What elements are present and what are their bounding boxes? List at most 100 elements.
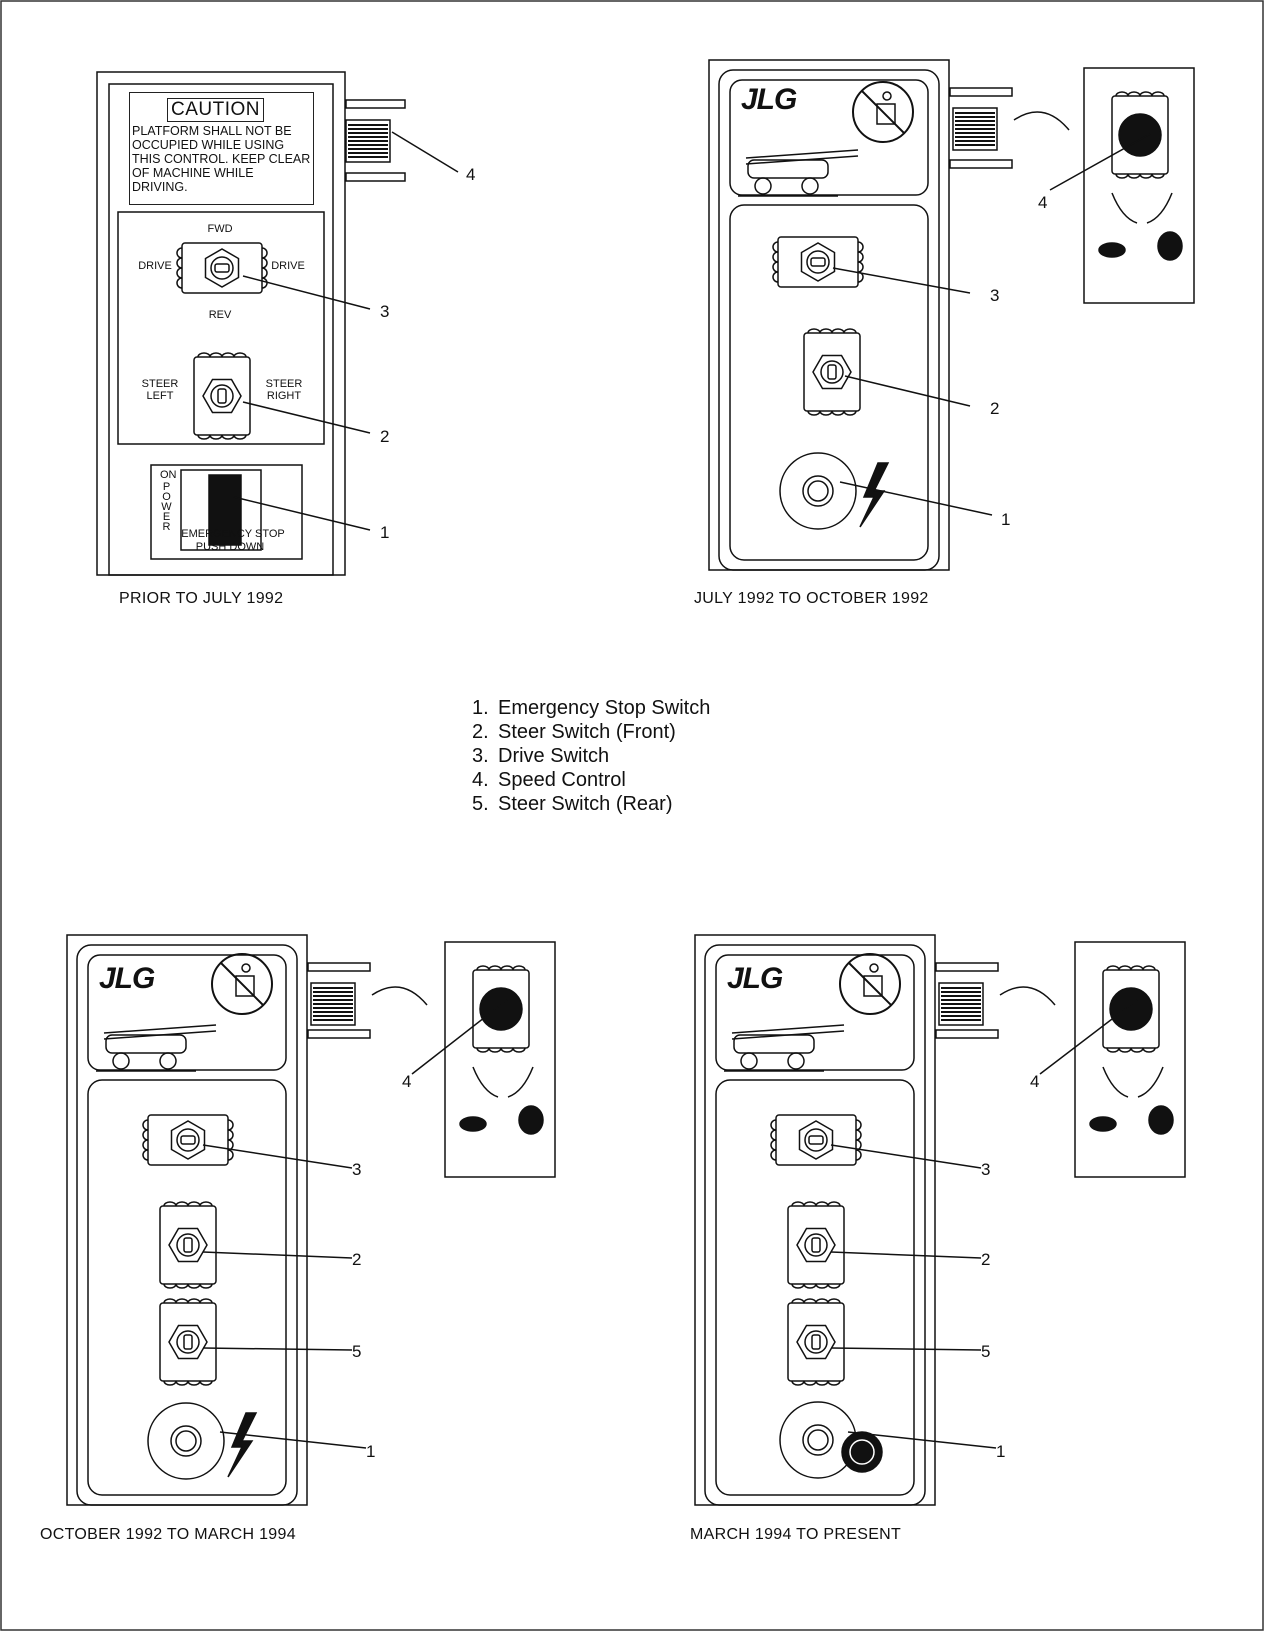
switch-nut [168,1227,208,1263]
lift-wheel [787,1052,805,1070]
fast-arrow [507,1066,534,1098]
switch-ring [176,1330,200,1354]
scallop [770,1149,777,1161]
mount-tab [345,172,406,182]
toggle-switch [193,352,251,440]
toggle-switch [159,1298,217,1386]
switch-lever [811,1237,821,1253]
leader-line [233,496,371,531]
lift-chassis [105,1034,187,1054]
platform-basket [876,103,896,125]
estop-outer [779,452,857,530]
legend-item: 4.Speed Control [472,769,626,791]
switch-lever [214,263,230,273]
control-box-inner [718,69,940,571]
rabbit-icon [1148,1105,1174,1135]
jlg-logo: JLG [99,962,156,995]
mount-tab [307,962,371,972]
lift-wheel [112,1052,130,1070]
switch-lever [183,1334,193,1350]
person-head [241,963,251,973]
leader-line [202,1347,353,1351]
speed-control-knob [1111,91,1169,179]
switch-ring [820,360,844,384]
callout-3: 3 [990,286,1000,305]
slow-arrow [1111,192,1138,224]
decal-area [729,79,929,196]
leader-line [830,1144,982,1169]
control-box-inner [704,944,926,1506]
prohibit-slash [220,962,264,1006]
steer-left-label: STEER LEFT [141,378,179,402]
knob [479,987,523,1031]
platform-basket [235,975,255,997]
leader-line [1049,133,1151,191]
leader-line [411,999,508,1075]
panel-3-drawing: JLG [66,934,556,1506]
legend-item: 3.Drive Switch [472,745,610,767]
scallop [1151,173,1165,179]
legend: 1.Emergency Stop Switch 2.Steer Switch (… [472,696,710,816]
fast-arrow [1137,1066,1164,1098]
callout-1: 1 [366,1442,376,1461]
drive-fwd-label: FWD [207,223,233,235]
lift-wheel [740,1052,758,1070]
leader-line [219,1431,367,1449]
callout-5: 5 [352,1342,362,1361]
callout-2: 2 [990,399,1000,418]
steer-right-label: STEER RIGHT [265,378,303,402]
callout-1: 1 [996,1442,1006,1461]
estop-ring [802,475,834,507]
curved-arrow [1013,111,1070,131]
legend-item: 1.Emergency Stop Switch [472,697,711,719]
control-box-outer [708,59,950,571]
callout-3: 3 [352,1160,362,1179]
legend-item: 2.Steer Switch (Front) [472,721,676,743]
lift-wheel [159,1052,177,1070]
toggle-switch [787,1201,845,1289]
scallop [1151,91,1165,97]
scallop [512,1047,526,1053]
scallop [827,1380,841,1386]
switch-area [729,204,929,561]
reset-knob [841,1431,883,1473]
leader-line [830,1251,982,1259]
caution-text: PLATFORM SHALL NOT BE OCCUPIED WHILE USI… [132,124,311,194]
jlg-logo: JLG [727,962,784,995]
toggle-switch [142,1114,234,1166]
switch-nut [796,1227,836,1263]
switch-nut [798,1120,834,1160]
switch-ring [210,256,234,280]
speed-control-detail [1083,67,1195,304]
speed-slider [345,119,391,163]
switch-housing [777,236,859,288]
decal-area [87,954,287,1071]
scallop [827,1298,841,1304]
jlg-logo: JLG [741,83,798,116]
scallop [827,1201,841,1207]
leader-line [847,1431,997,1449]
person-head [882,91,892,101]
lift-chassis [733,1034,815,1054]
no-occupant-icon [211,953,273,1015]
control-box-inner [108,83,334,576]
legend-item: 5.Steer Switch (Rear) [472,793,673,815]
switch-area [117,211,325,445]
mount-tab [935,962,999,972]
leader-line [242,275,371,310]
scallop [233,434,247,440]
drive-left-label: DRIVE [138,260,172,272]
leader-line [202,1144,353,1169]
control-box-outer [66,934,308,1506]
speed-control-knob [1102,965,1160,1053]
switch-housing [147,1114,229,1166]
decal-area [715,954,915,1071]
callout-3: 3 [380,302,390,321]
switch-lever [183,1237,193,1253]
speed-slider [938,982,984,1026]
toggle-switch [772,236,864,288]
platform-basket [863,975,883,997]
emergency-stop-button [147,1402,258,1480]
scallop [199,1380,213,1386]
